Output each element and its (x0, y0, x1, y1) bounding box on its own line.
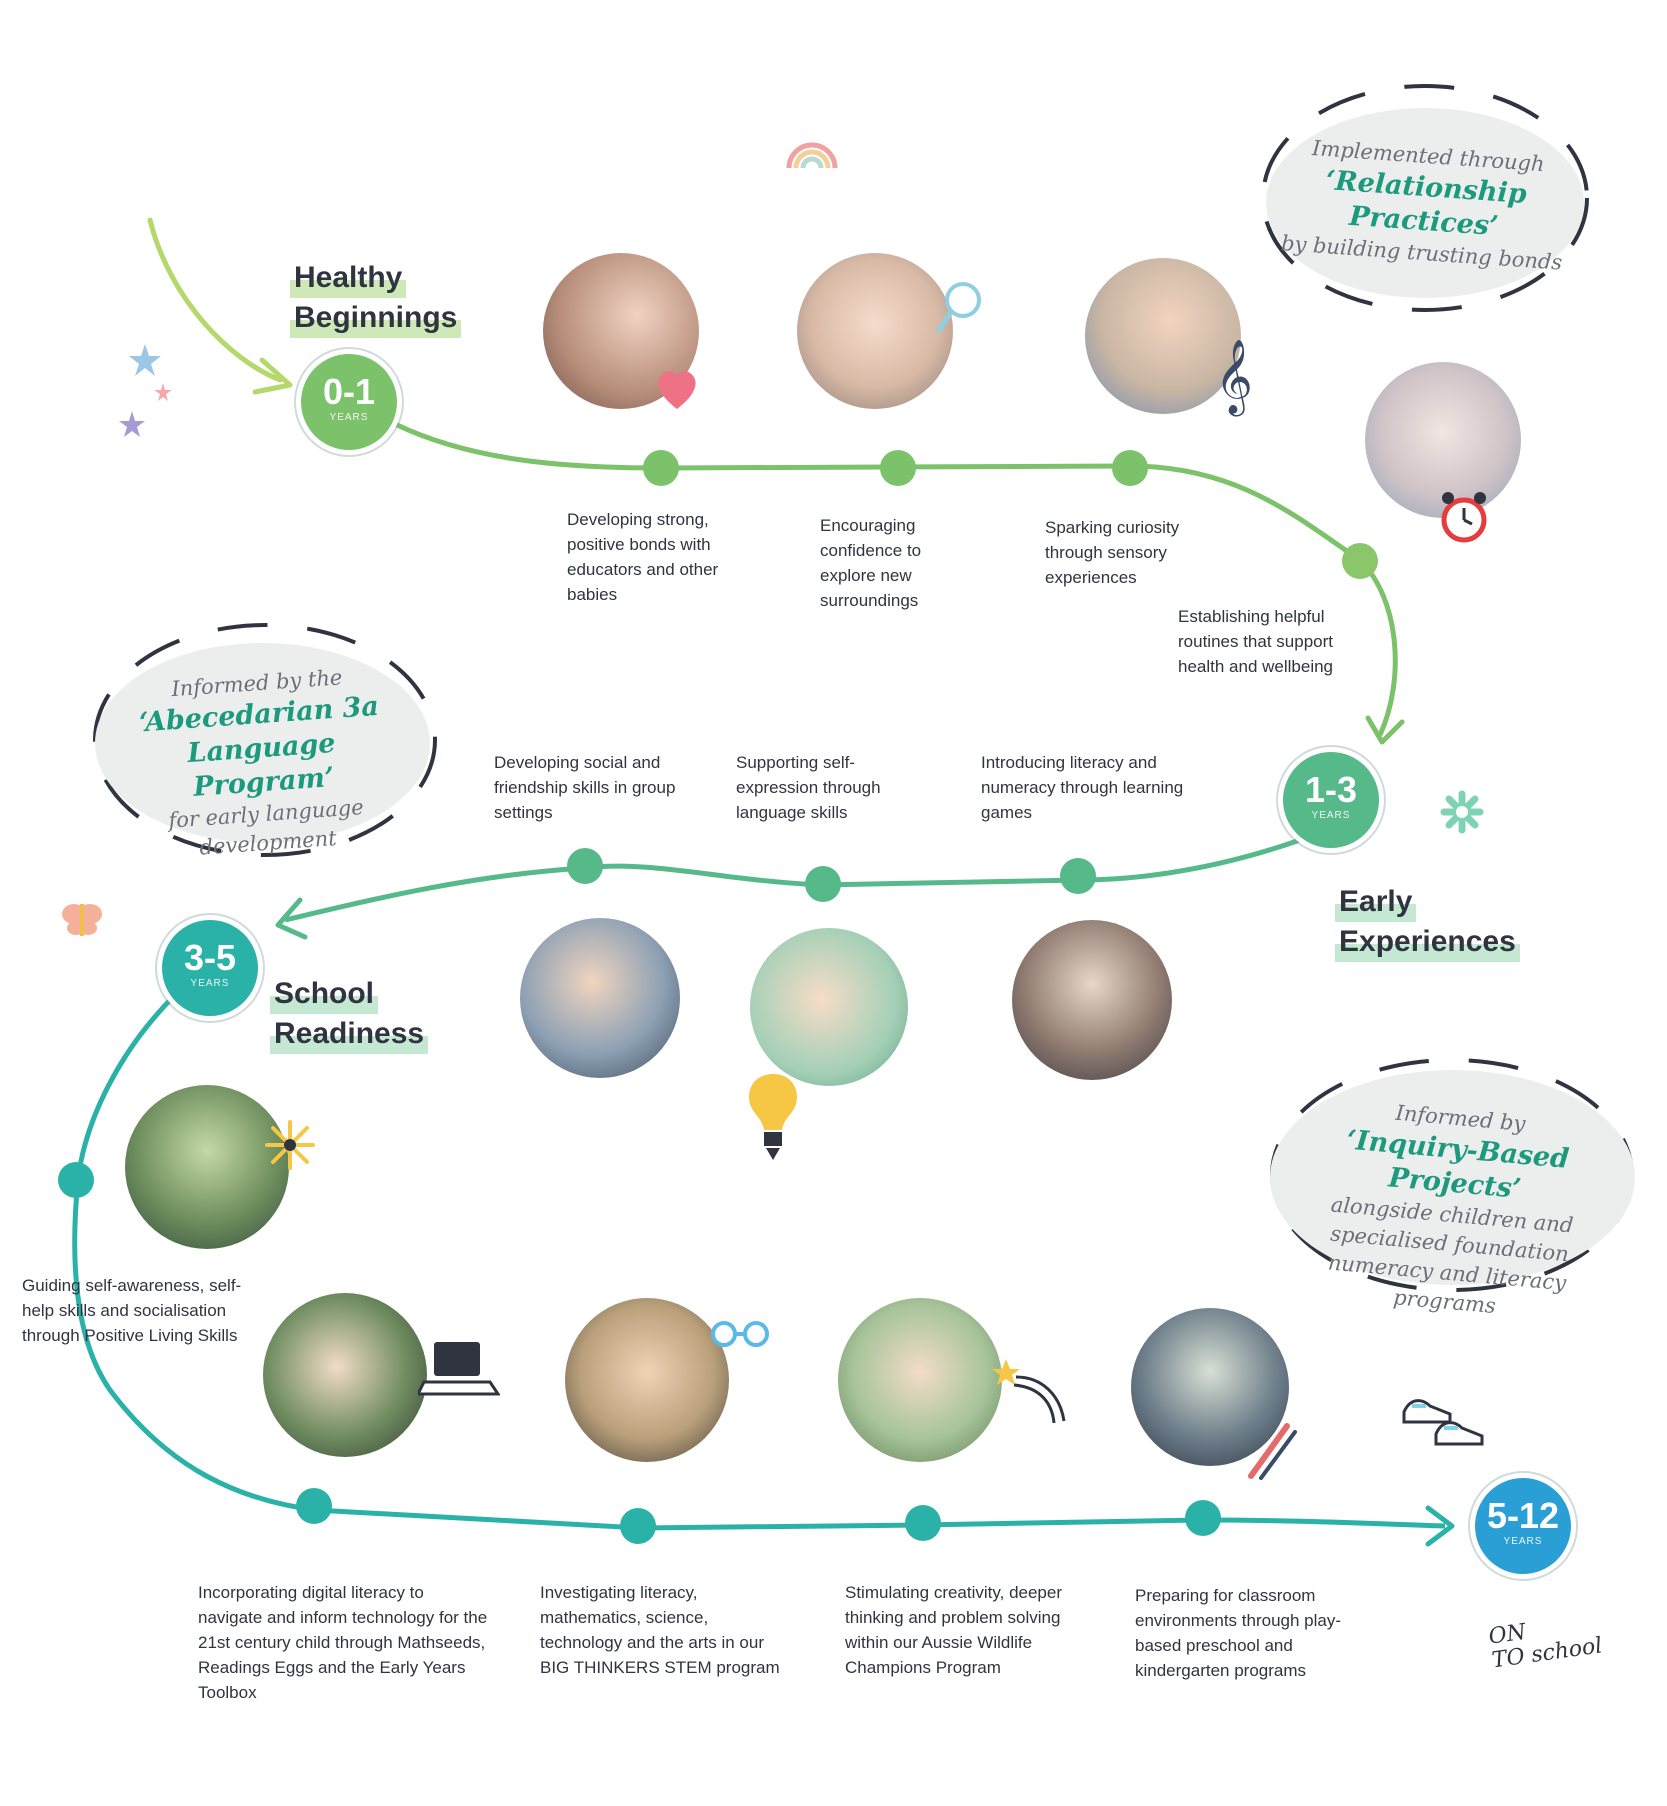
photo-baby-sensory (1085, 258, 1241, 414)
milestone-caption: Supporting self-expression through langu… (736, 753, 881, 822)
milestone-caption: Encouraging confidence to explore new su… (820, 516, 922, 610)
star-icon (119, 411, 145, 437)
milestone-unit: YEARS (1503, 1536, 1543, 1547)
photo-child-wildlife (838, 1298, 1002, 1462)
path-3-5-to-5-12 (72, 993, 1446, 1531)
laptop-icon (418, 1342, 500, 1396)
milestone-caption: Developing social and friendship skills … (494, 753, 676, 822)
milestone-caption: Guiding self-awareness, self-help skills… (22, 1276, 242, 1345)
path-dot (643, 450, 679, 486)
milestone-unit: YEARS (329, 412, 369, 423)
milestone-caption: Introducing literacy and numeracy throug… (981, 753, 1184, 822)
path-dot (880, 450, 916, 486)
callout-relationship-practices: Implemented through ‘Relationship Practi… (1266, 108, 1584, 298)
stage-title-school-readiness: School Readiness (270, 974, 429, 1054)
rattle-icon (936, 282, 981, 333)
path-0-1-to-1-3 (393, 421, 1398, 737)
path-1-3-to-3-5 (284, 837, 1301, 923)
path-dot (805, 866, 841, 902)
sun-icon (265, 1120, 315, 1170)
photo-educator-stem (565, 1298, 729, 1462)
path-dot (1342, 543, 1378, 579)
heart-icon (658, 371, 696, 409)
path-dot (620, 1508, 656, 1544)
photo-baby-portrait (797, 253, 953, 409)
photo-children-laptop (263, 1293, 427, 1457)
stage-title-healthy-beginnings: Healthy Beginnings (290, 258, 462, 338)
path-dot (58, 1162, 94, 1198)
milestone-caption: Developing strong, positive bonds with e… (567, 510, 719, 604)
milestone-3-5: 3-5 YEARS (162, 920, 258, 1016)
photo-toddler-telephone (750, 928, 908, 1086)
treble-clef-icon: 𝄞 (1215, 340, 1253, 414)
glasses-icon (711, 1321, 769, 1347)
milestone-1-3: 1-3 YEARS (1283, 752, 1379, 848)
callout-inquiry-based: Informed by ‘Inquiry-Based Projects’ alo… (1270, 1070, 1635, 1318)
path-dot (567, 848, 603, 884)
milestone-unit: YEARS (190, 978, 230, 989)
star-icon (129, 344, 161, 376)
milestone-5-12: 5-12 YEARS (1475, 1478, 1571, 1574)
photo-babies-hats (1365, 362, 1521, 518)
path-dot (1112, 450, 1148, 486)
shooting-star-icon (992, 1359, 1066, 1424)
milestone-age: 3-5 (183, 937, 237, 978)
stage-title-early-experiences: Early Experiences (1335, 882, 1520, 962)
flower-icon (1440, 790, 1484, 834)
path-dot (296, 1488, 332, 1524)
path-dot (1060, 858, 1096, 894)
star-icon (154, 383, 172, 401)
alarm-clock-icon (1441, 492, 1487, 543)
milestone-caption: Investigating literacy, mathematics, sci… (540, 1583, 780, 1677)
butterfly-icon (62, 904, 102, 936)
milestone-unit: YEARS (1311, 810, 1351, 821)
milestone-caption: Preparing for classroom environments thr… (1135, 1586, 1342, 1680)
photo-classroom-hands (1131, 1308, 1289, 1466)
milestone-caption: Sparking curiosity through sensory exper… (1045, 518, 1180, 587)
photo-children-garden (125, 1085, 289, 1249)
milestone-caption: Stimulating creativity, deeper thinking … (845, 1583, 1063, 1677)
milestone-caption: Establishing helpful routines that suppo… (1178, 607, 1334, 676)
path-dot (905, 1505, 941, 1541)
milestone-age: 0-1 (322, 371, 376, 412)
rainbow-icon (786, 142, 838, 169)
milestone-caption: Incorporating digital literacy to naviga… (198, 1583, 488, 1702)
milestone-0-1: 0-1 YEARS (301, 354, 397, 450)
milestone-age: 5-12 (1486, 1495, 1560, 1536)
lightbulb-icon (748, 1074, 798, 1160)
entry-arrow (147, 217, 283, 383)
photo-toddlers-playing (520, 918, 680, 1078)
callout-abecedarian: Informed by the ‘Abecedarian 3a Language… (95, 643, 430, 860)
photo-educator-reading (1012, 920, 1172, 1080)
pencils-icon (1248, 1423, 1297, 1480)
path-dot (1185, 1500, 1221, 1536)
milestone-age: 1-3 (1304, 769, 1358, 810)
sneakers-icon (1402, 1399, 1484, 1446)
